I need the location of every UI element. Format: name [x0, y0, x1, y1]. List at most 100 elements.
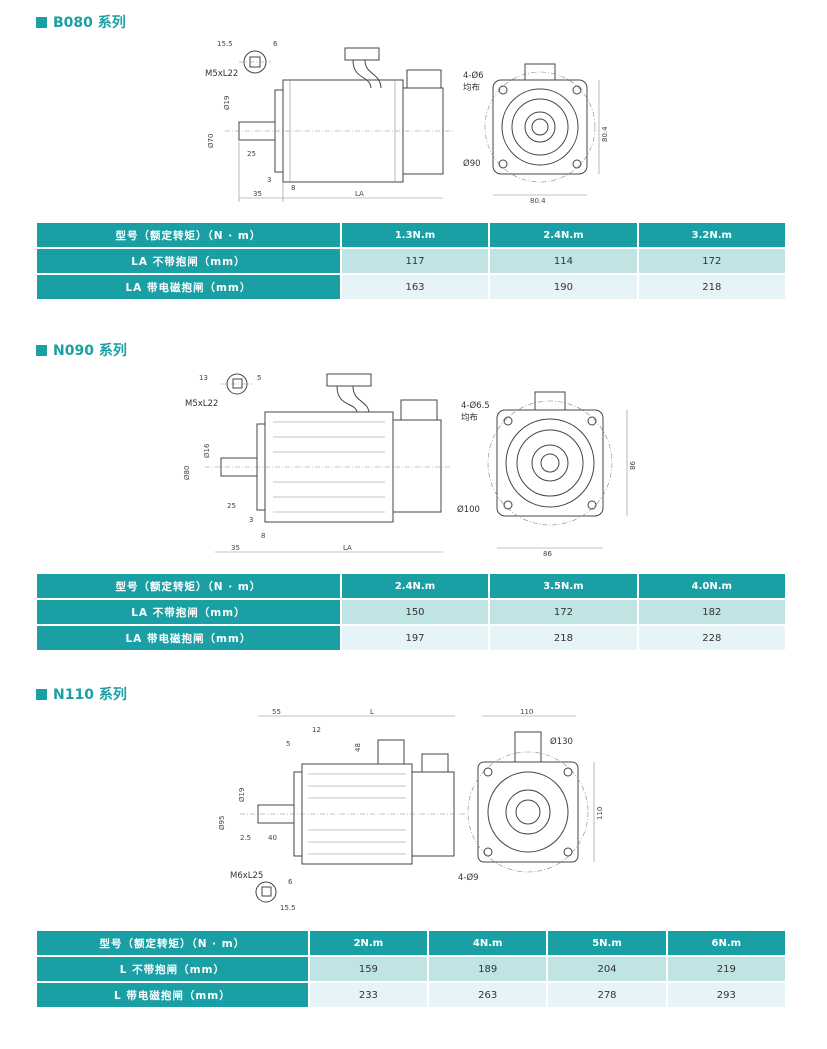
value-cell: 293 [667, 983, 785, 1007]
dim-key-width: 13 [199, 374, 208, 382]
dim-flange-diameter: Ø80 [183, 466, 191, 480]
row-label: L 带电磁抱闸（mm） [37, 983, 308, 1007]
header-label: 型号（额定转矩）（N · m） [37, 931, 308, 955]
section-title-text: N110 系列 [53, 687, 127, 703]
value-cell: 150 [341, 600, 489, 624]
drawing-n110: 55 L 12 5 48 Ø19 Ø95 2.5 40 M6xL25 6 15.… [210, 706, 630, 916]
header-label: 型号（额定转矩）（N · m） [37, 574, 340, 598]
dim-square-width: 80.4 [530, 197, 546, 205]
value-cell: 228 [638, 626, 785, 650]
header-label: 型号（额定转矩）（N · m） [37, 223, 340, 247]
spec-table-n110: 型号（额定转矩）（N · m） 2N.m 4N.m 5N.m 6N.m L 不带… [35, 929, 787, 1009]
dim-step2: 2.5 [240, 834, 251, 842]
table-row: LA 带电磁抱闸（mm） 197 218 228 [37, 626, 785, 650]
value-cell: 218 [638, 275, 785, 299]
value-cell: 233 [309, 983, 428, 1007]
section-title-n090: N090 系列 [36, 342, 127, 359]
model-cell: 1.3N.m [341, 223, 489, 247]
section-title-b080: B080 系列 [36, 14, 126, 31]
model-cell: 6N.m [667, 931, 785, 955]
table-row: 型号（额定转矩）（N · m） 2N.m 4N.m 5N.m 6N.m [37, 931, 785, 955]
row-label: LA 不带抱闸（mm） [37, 249, 340, 273]
section-title-n110: N110 系列 [36, 686, 127, 703]
dim-key-height: 6 [288, 878, 293, 886]
dim-collar: 8 [291, 184, 295, 192]
dim-front: 35 [253, 190, 262, 198]
value-cell: 172 [490, 600, 637, 624]
dim-collar: 8 [261, 532, 265, 540]
value-cell: 197 [341, 626, 489, 650]
dim-shaft-diameter: Ø19 [238, 788, 246, 802]
table-row: L 不带抱闸（mm） 159 189 204 219 [37, 957, 785, 981]
value-cell: 114 [490, 249, 637, 273]
model-cell: 3.2N.m [638, 223, 785, 247]
section-marker [36, 688, 47, 700]
dim-screw: M5xL22 [185, 399, 218, 409]
dim-pcd: Ø130 [550, 736, 573, 747]
dim-pcd: Ø90 [463, 158, 481, 169]
dim-key-width: 15.5 [217, 40, 233, 48]
model-cell: 5N.m [548, 931, 666, 955]
row-label: LA 带电磁抱闸（mm） [37, 275, 340, 299]
model-cell: 3.5N.m [490, 574, 637, 598]
dim-shaft-diameter: Ø19 [223, 96, 231, 110]
value-cell: 159 [309, 957, 428, 981]
dim-square-width: 110 [520, 708, 533, 716]
row-label: LA 带电磁抱闸（mm） [37, 626, 340, 650]
model-cell: 2.4N.m [341, 574, 489, 598]
section-marker [36, 16, 47, 28]
table-row: 型号（额定转矩）（N · m） 1.3N.m 2.4N.m 3.2N.m [37, 223, 785, 247]
dim-shaft-length: 40 [268, 834, 277, 842]
dim-pcd: Ø100 [457, 504, 480, 515]
dim-key-width: 15.5 [280, 904, 296, 912]
model-cell: 4N.m [429, 931, 547, 955]
value-cell: 172 [638, 249, 785, 273]
dim-body: LA [343, 544, 352, 552]
dim-holes: 4-Ø6.5 [461, 400, 490, 411]
section-marker [36, 344, 47, 356]
dim-square-height: 110 [596, 807, 604, 820]
dim-holes-note: 均布 [463, 82, 480, 93]
dim-screw: M6xL25 [230, 871, 263, 881]
row-label: LA 不带抱闸（mm） [37, 600, 340, 624]
value-cell: 263 [429, 983, 547, 1007]
value-cell: 190 [490, 275, 637, 299]
section-title-text: N090 系列 [53, 343, 127, 359]
dim-holes-note: 均布 [461, 412, 478, 423]
spec-table-n090: 型号（额定转矩）（N · m） 2.4N.m 3.5N.m 4.0N.m LA … [35, 572, 787, 652]
table-row: LA 带电磁抱闸（mm） 163 190 218 [37, 275, 785, 299]
dim-holes: 4-Ø9 [458, 872, 479, 883]
table-row: 型号（额定转矩）（N · m） 2.4N.m 3.5N.m 4.0N.m [37, 574, 785, 598]
dim-holes: 4-Ø6 [463, 70, 484, 81]
drawing-b080: 15.5 6 M5xL22 35 LA 3 8 25 Ø19 Ø70 [195, 30, 625, 210]
dim-flange-diameter: Ø95 [218, 816, 226, 830]
model-cell: 4.0N.m [638, 574, 785, 598]
model-cell: 2N.m [309, 931, 428, 955]
value-cell: 182 [638, 600, 785, 624]
dim-square-height: 80.4 [601, 126, 609, 142]
dim-front: 35 [231, 544, 240, 552]
spec-table-b080: 型号（额定转矩）（N · m） 1.3N.m 2.4N.m 3.2N.m LA … [35, 221, 787, 301]
value-cell: 117 [341, 249, 489, 273]
dim-conn-height: 48 [354, 743, 362, 752]
section-title-text: B080 系列 [53, 15, 126, 31]
value-cell: 163 [341, 275, 489, 299]
dim-shaft-length: 25 [227, 502, 236, 510]
dim-step: 5 [286, 740, 290, 748]
dim-key-height: 5 [257, 374, 261, 382]
dim-front: 55 [272, 708, 281, 716]
dim-screw: M5xL22 [205, 69, 238, 79]
dim-key-height: 6 [273, 40, 278, 48]
dim-body: L [370, 708, 374, 716]
dim-flange-diameter: Ø70 [207, 134, 215, 148]
model-cell: 2.4N.m [490, 223, 637, 247]
value-cell: 218 [490, 626, 637, 650]
dim-body: LA [355, 190, 364, 198]
value-cell: 189 [429, 957, 547, 981]
drawing-n090: 13 5 M5xL22 35 LA 3 8 25 Ø16 Ø80 [175, 362, 645, 562]
dim-step: 3 [267, 176, 271, 184]
dim-square-height: 86 [629, 461, 637, 470]
dim-collar: 12 [312, 726, 321, 734]
dim-shaft-diameter: Ø16 [203, 443, 211, 458]
table-row: L 带电磁抱闸（mm） 233 263 278 293 [37, 983, 785, 1007]
